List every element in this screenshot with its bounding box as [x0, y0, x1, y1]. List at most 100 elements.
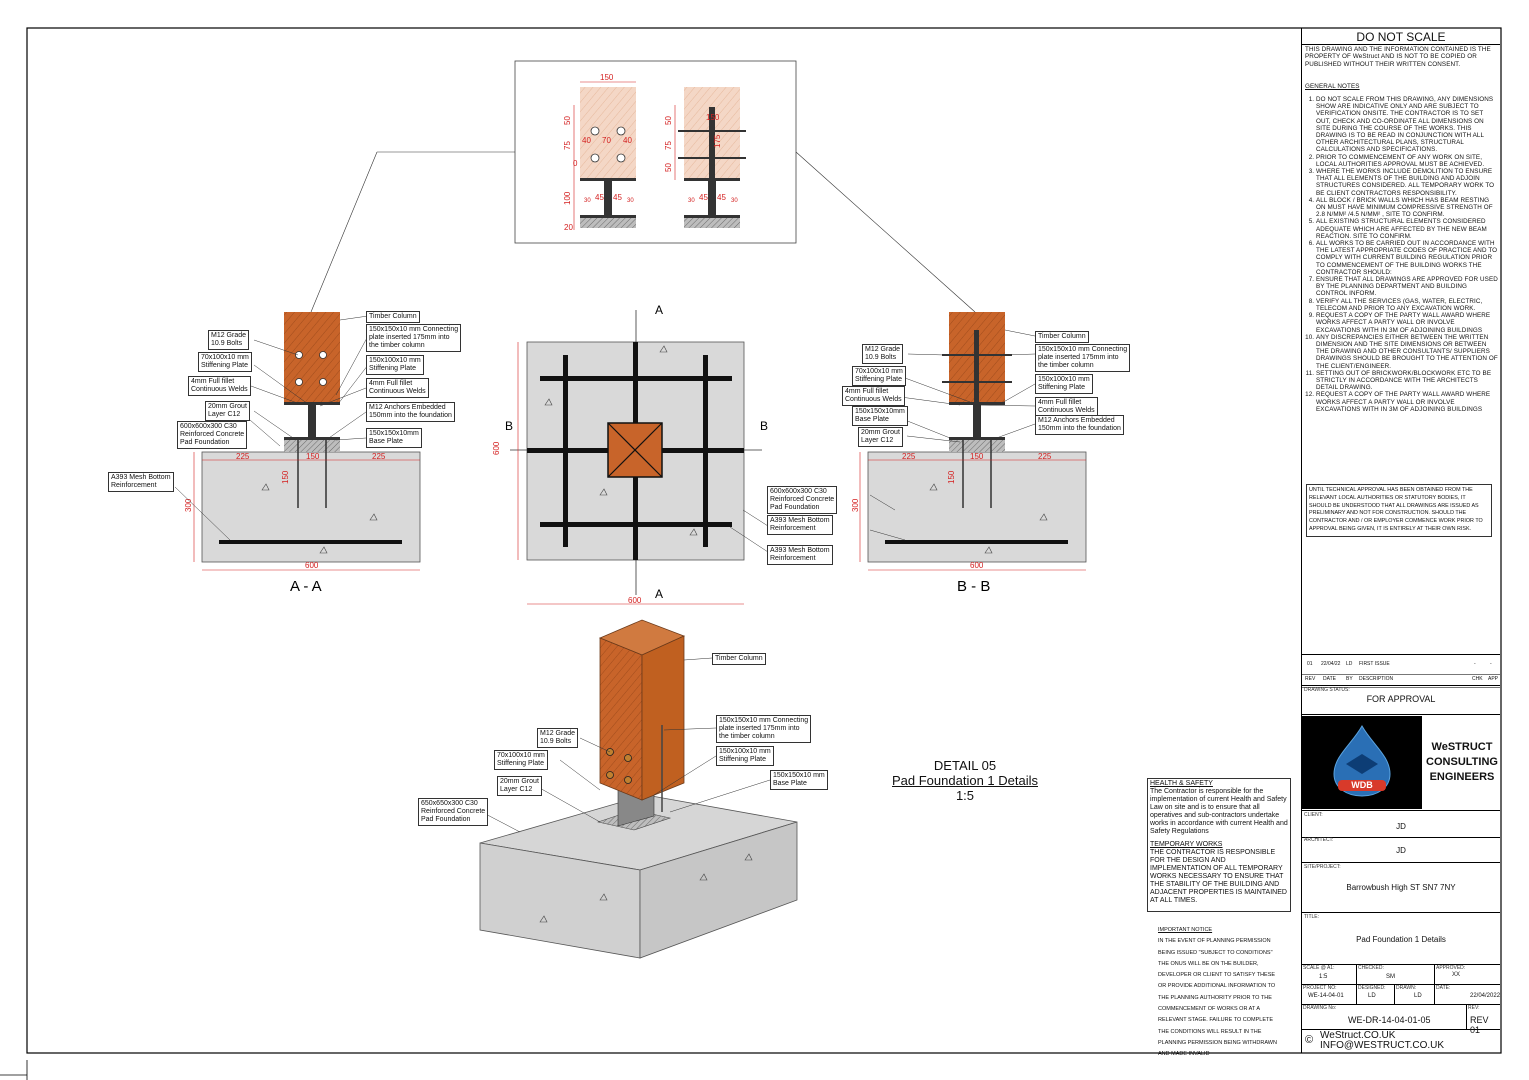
important-heading: IMPORTANT NOTICE	[1158, 927, 1213, 933]
iso-label-bolts: M12 Grade 10.9 Bolts	[537, 728, 579, 748]
detail-name: Pad Foundation 1 Details	[892, 773, 1038, 788]
bb-dim-225a: 225	[902, 452, 916, 461]
rev-desc: FIRST ISSUE	[1359, 661, 1390, 667]
plan-label-mesh-1: A393 Mesh Bottom Reinforcement	[767, 515, 833, 535]
aa-label-stiff-150: 150x100x10 mm Stiffening Plate	[366, 355, 424, 375]
rev-h-date: DATE	[1323, 676, 1336, 682]
title-block	[1301, 28, 1502, 1053]
architect-value: JD	[1396, 846, 1406, 855]
bb-dim-150: 150	[970, 452, 984, 461]
aa-label-plate: 150x150x10 mm Connecting plate inserted …	[366, 324, 462, 352]
rev-value: REV 01	[1470, 1015, 1489, 1035]
general-note-item: VERIFY ALL THE SERVICES (GAS, WATER, ELE…	[1316, 298, 1499, 312]
rev-h-desc: DESCRIPTION	[1359, 676, 1394, 682]
drawing-no-value: WE-DR-14-04-01-05	[1348, 1015, 1431, 1025]
architect-label: ARCHITECT:	[1304, 837, 1334, 843]
detail-title: DETAIL 05 Pad Foundation 1 Details 1:5	[890, 758, 1040, 803]
temp-works-heading: TEMPORARY WORKS	[1150, 841, 1223, 848]
dim-150-top: 150	[600, 73, 614, 82]
dim-100: 100	[563, 191, 572, 205]
general-note-item: SETTING OUT OF BRICKWORK/BLOCKWORK ETC T…	[1316, 370, 1499, 392]
project-label: SITE/PROJECT:	[1304, 864, 1341, 870]
iso-label-stiff-70: 70x100x10 mm Stiffening Plate	[494, 750, 548, 770]
iso-label-grout: 20mm Grout Layer C12	[497, 776, 542, 796]
dim-45d: 45	[717, 193, 726, 202]
plan-dim-600v: 600	[492, 441, 501, 455]
designed-value: LD	[1368, 993, 1376, 999]
dim-45b: 45	[613, 193, 622, 202]
copyright-icon: ©	[1305, 1034, 1314, 1046]
contact-email: INFO@WESTRUCT.CO.UK	[1320, 1040, 1445, 1051]
plan-dim-600h: 600	[628, 596, 642, 605]
aa-label-welds-left: 4mm Full fillet Continuous Welds	[188, 376, 251, 396]
bb-label-bolts: M12 Grade 10.9 Bolts	[862, 344, 904, 364]
general-note-item: DO NOT SCALE FROM THIS DRAWING, ANY DIME…	[1316, 96, 1499, 154]
project-value: Barrowbush High ST SN7 7NY	[1346, 883, 1456, 892]
section-aa-title: A - A	[290, 578, 322, 595]
bb-label-plate: 150x150x10 mm Connecting plate inserted …	[1035, 344, 1131, 372]
dim-175: 175	[713, 134, 722, 148]
status-value: FOR APPROVAL	[1366, 694, 1436, 704]
client-box: CLIENT: JD	[1302, 810, 1500, 838]
dim-70: 70	[602, 136, 611, 145]
rev-h-chk: CHK	[1472, 676, 1483, 682]
approved-label: APPROVED:	[1436, 965, 1466, 971]
iso-label-base: 150x150x10 mm Base Plate	[770, 770, 828, 790]
scale-label: SCALE @ A1:	[1303, 965, 1335, 971]
general-note-item: PRIOR TO COMMENCEMENT OF ANY WORK ON SIT…	[1316, 154, 1499, 168]
do-not-scale: DO NOT SCALE	[1356, 30, 1446, 44]
company-logo-icon	[1333, 724, 1391, 797]
dim-45c: 45	[699, 193, 708, 202]
general-notes-heading: GENERAL NOTES	[1305, 83, 1360, 90]
dim-50: 50	[563, 116, 572, 125]
approval-note: UNTIL TECHNICAL APPROVAL HAS BEEN OBTAIN…	[1306, 484, 1492, 537]
logo-text: WDB	[1351, 780, 1373, 790]
bb-label-base: 150x150x10mm Base Plate	[852, 406, 908, 426]
aa-dim-225b: 225	[372, 452, 386, 461]
rev-h-rev: REV	[1305, 676, 1316, 682]
dim-30b: 30	[627, 198, 634, 204]
aa-label-anchors: M12 Anchors Embedded 150mm into the foun…	[366, 402, 455, 422]
bb-label-stiff-70: 70x100x10 mm Stiffening Plate	[852, 366, 906, 386]
checked-label: CHECKED:	[1358, 965, 1384, 971]
aa-label-bolts: M12 Grade 10.9 Bolts	[208, 330, 250, 350]
aa-label-timber: Timber Column	[366, 311, 420, 323]
company-name: WeSTRUCT CONSULTING ENGINEERS	[1426, 741, 1498, 783]
date-value: 22/04/2022	[1470, 993, 1501, 999]
general-note-item: WHERE THE WORKS INCLUDE DEMOLITION TO EN…	[1316, 168, 1499, 197]
aa-dim-600: 600	[305, 561, 319, 570]
rev-h-by: BY	[1346, 676, 1353, 682]
dim-30a: 30	[584, 198, 591, 204]
project-no-label: PROJECT NO:	[1303, 985, 1337, 991]
drawn-label: DRAWN:	[1396, 985, 1417, 991]
aa-label-base: 150x150x10mm Base Plate	[366, 428, 422, 448]
dim-150-plate: 150	[706, 113, 720, 122]
project-no-value: WE-14-04-01	[1308, 993, 1344, 999]
general-note-item: ALL BLOCK / BRICK WALLS WHICH HAS BEAM R…	[1316, 197, 1499, 219]
detail-number: DETAIL 05	[933, 758, 997, 773]
general-note-item: ALL WORKS TO BE CARRIED OUT IN ACCORDANC…	[1316, 240, 1499, 276]
status-box: DRAWING STATUS: FOR APPROVAL	[1302, 686, 1500, 715]
aa-label-mesh: A393 Mesh Bottom Reinforcement	[108, 472, 174, 492]
client-label: CLIENT:	[1304, 812, 1323, 818]
aa-label-welds: 4mm Full fillet Continuous Welds	[366, 378, 429, 398]
bb-label-welds-left: 4mm Full fillet Continuous Welds	[842, 386, 905, 406]
architect-box: ARCHITECT: JD	[1302, 836, 1500, 863]
dim-20: 20	[564, 223, 573, 232]
health-safety-panel: HEALTH & SAFETY The Contractor is respon…	[1147, 778, 1291, 912]
status-label: DRAWING STATUS:	[1304, 687, 1350, 693]
designed-label: DESIGNED:	[1358, 985, 1386, 991]
plan-label-mesh-2: A393 Mesh Bottom Reinforcement	[767, 545, 833, 565]
aa-dim-150v: 150	[281, 470, 290, 484]
bb-label-grout: 20mm Grout Layer C12	[858, 427, 903, 447]
drawing-no-label: DRAWING No:	[1303, 1005, 1337, 1011]
iso-label-stiff-150: 150x100x10 mm Stiffening Plate	[716, 746, 774, 766]
iso-label-plate: 150x150x10 mm Connecting plate inserted …	[716, 715, 812, 743]
rev-date: 22/04/22	[1321, 661, 1341, 667]
rev-app: -	[1490, 661, 1492, 667]
dim-50b: 50	[664, 116, 673, 125]
general-notes: DO NOT SCALE FROM THIS DRAWING, ANY DIME…	[1305, 96, 1499, 476]
rev-no: 01	[1307, 661, 1313, 667]
important-notice: IMPORTANT NOTICE IN THE EVENT OF PLANNIN…	[1158, 925, 1283, 1061]
copyright-notice: THIS DRAWING AND THE INFORMATION CONTAIN…	[1305, 46, 1491, 68]
